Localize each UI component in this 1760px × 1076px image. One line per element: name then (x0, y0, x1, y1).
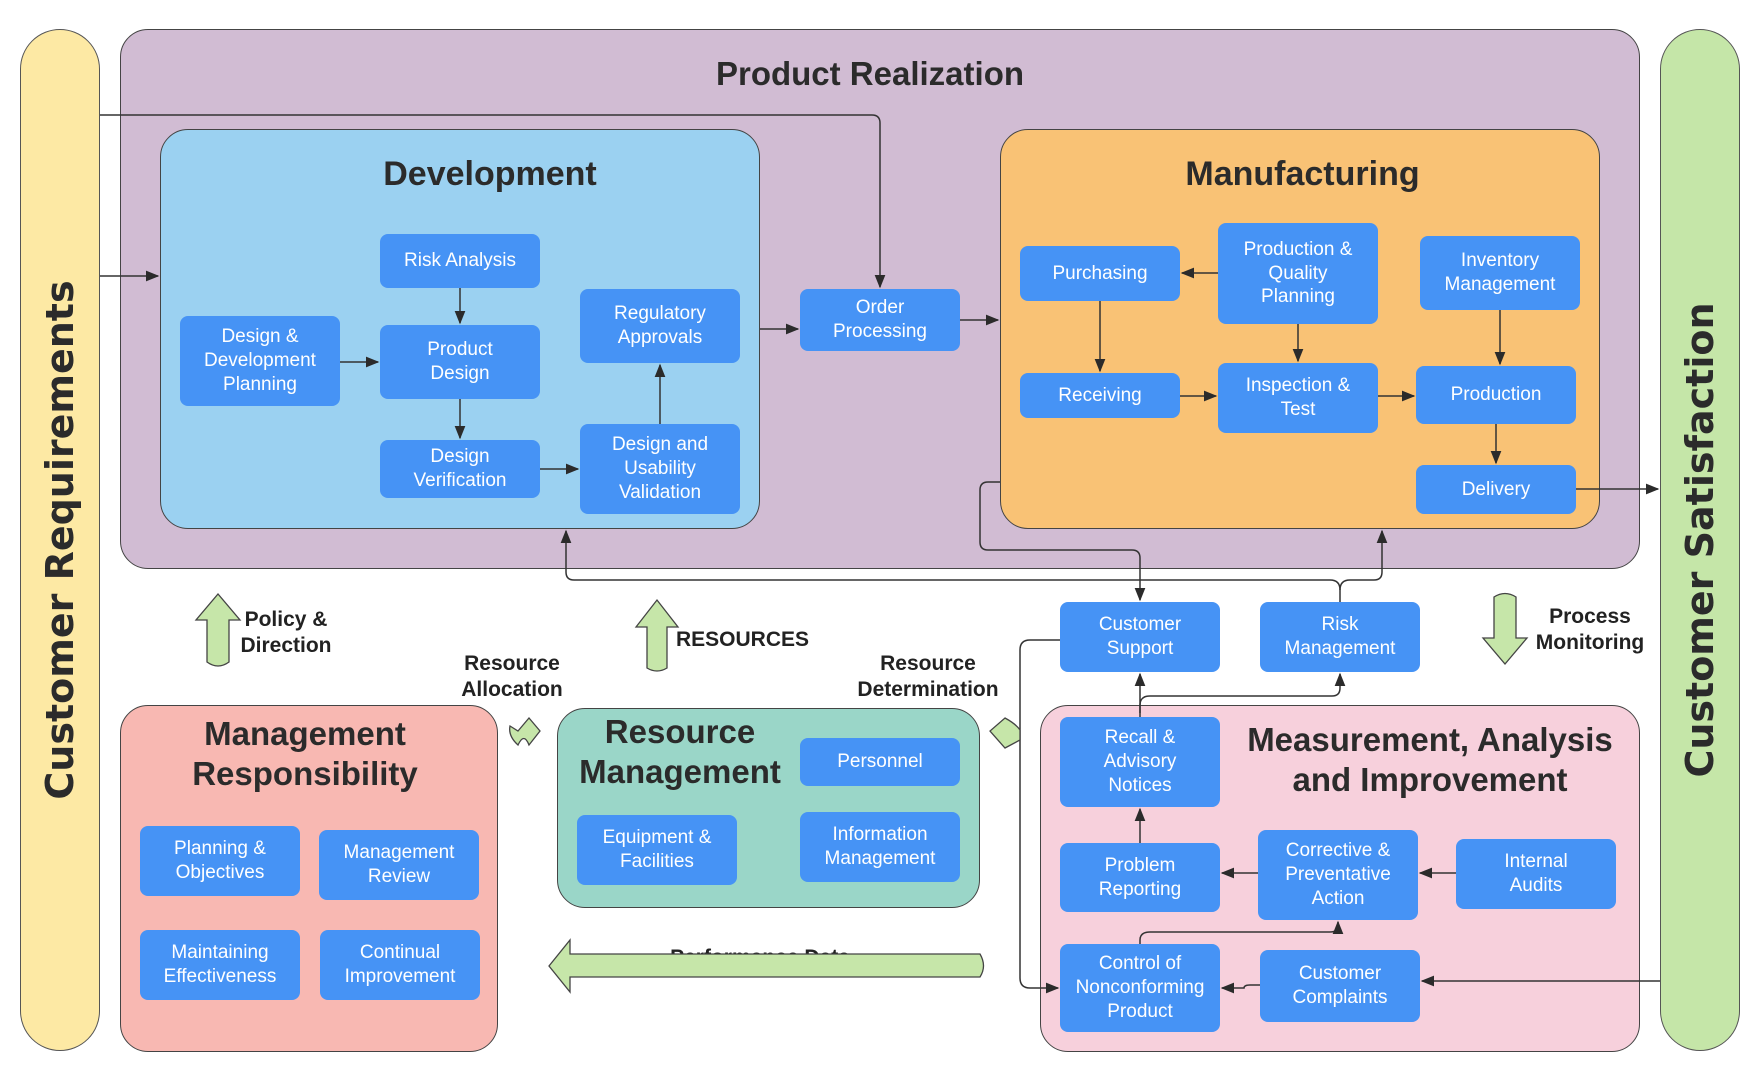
pq-planning-node[interactable]: Production & Quality Planning (1218, 223, 1378, 324)
purchasing-node[interactable]: Purchasing (1020, 246, 1180, 301)
management-review-node[interactable]: Management Review (319, 830, 479, 900)
corrective-action-node[interactable]: Corrective & Preventative Action (1258, 830, 1418, 920)
problem-reporting-node[interactable]: Problem Reporting (1060, 843, 1220, 912)
product-realization-title: Product Realization (715, 55, 1025, 92)
resource-management-title: Resource Management (579, 713, 781, 790)
development-title: Development (383, 155, 597, 193)
resources-up-arrow (634, 598, 680, 672)
inspection-node[interactable]: Inspection & Test (1218, 363, 1378, 433)
personnel-node[interactable]: Personnel (800, 738, 960, 786)
customer-requirements-label: Customer Requirements (38, 280, 82, 800)
process-monitoring-label: Process Monitoring (1535, 605, 1645, 655)
measurement-title: Measurement, Analysis and Improvement (1247, 721, 1613, 798)
policy-direction-label: Policy & Direction (240, 608, 332, 658)
management-responsibility-title: Management Responsibility (192, 715, 418, 792)
product-design-node[interactable]: Product Design (380, 325, 540, 399)
customer-complaints-node[interactable]: Customer Complaints (1260, 950, 1420, 1022)
customer-requirements-bar (20, 29, 100, 1051)
usability-validation-node[interactable]: Design and Usability Validation (580, 424, 740, 514)
maintaining-effectiveness-node[interactable]: Maintaining Effectiveness (140, 930, 300, 1000)
production-node[interactable]: Production (1416, 366, 1576, 424)
design-verification-node[interactable]: Design Verification (380, 440, 540, 498)
customer-support-node[interactable]: Customer Support (1060, 602, 1220, 672)
risk-analysis-node[interactable]: Risk Analysis (380, 234, 540, 288)
resource-allocation-label: Resource Allocation (461, 652, 563, 702)
inventory-node[interactable]: Inventory Management (1420, 236, 1580, 310)
performance-data-label: Performance Data (670, 946, 850, 969)
manufacturing-title: Manufacturing (1185, 155, 1420, 193)
determination-left-arrow (989, 717, 1021, 749)
planning-objectives-node[interactable]: Planning & Objectives (140, 826, 300, 896)
delivery-node[interactable]: Delivery (1416, 465, 1576, 514)
monitoring-down-arrow (1481, 592, 1529, 666)
receiving-node[interactable]: Receiving (1020, 373, 1180, 418)
customer-satisfaction-label: Customer Satisfaction (1678, 302, 1722, 778)
allocation-right-arrow (509, 716, 541, 747)
information-management-node[interactable]: Information Management (800, 812, 960, 882)
equipment-facilities-node[interactable]: Equipment & Facilities (577, 815, 737, 885)
policy-up-arrow (194, 592, 242, 667)
resources-label: RESOURCES (676, 628, 810, 651)
dd-planning-node[interactable]: Design & Development Planning (180, 316, 340, 406)
continual-improvement-node[interactable]: Continual Improvement (320, 930, 480, 1000)
resource-determination-label: Resource Determination (857, 652, 999, 702)
nonconforming-product-node[interactable]: Control of Nonconforming Product (1060, 944, 1220, 1032)
recall-notices-node[interactable]: Recall & Advisory Notices (1060, 717, 1220, 807)
customer-satisfaction-bar (1660, 29, 1740, 1051)
risk-management-node[interactable]: Risk Management (1260, 602, 1420, 672)
order-processing-node[interactable]: Order Processing (800, 289, 960, 351)
regulatory-approvals-node[interactable]: Regulatory Approvals (580, 289, 740, 363)
internal-audits-node[interactable]: Internal Audits (1456, 839, 1616, 909)
